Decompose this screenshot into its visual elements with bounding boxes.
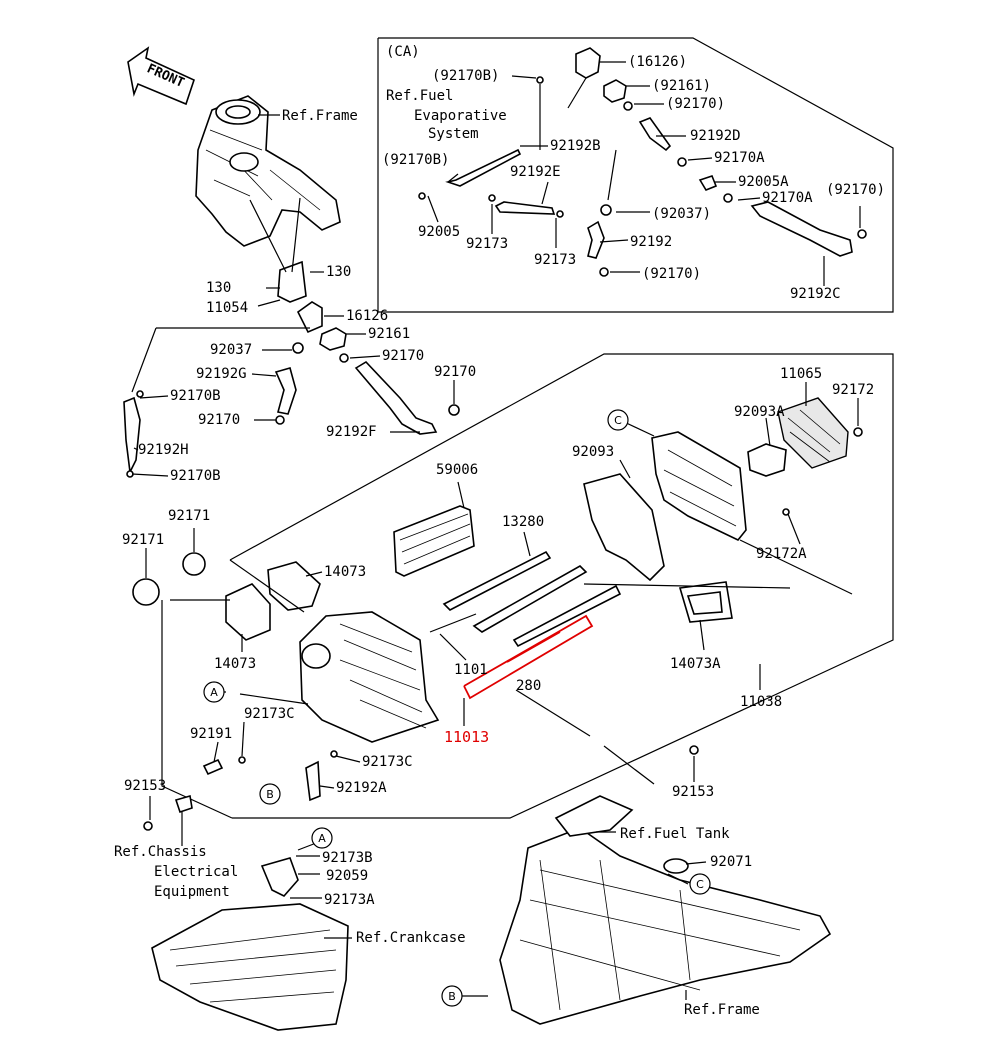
label-92093a: 92093A bbox=[734, 404, 785, 420]
label-92170-2: 92170 bbox=[434, 364, 476, 380]
callout-c-1: C bbox=[607, 409, 629, 431]
label-92170-ca2: (92170) bbox=[826, 182, 885, 198]
label-92191: 92191 bbox=[190, 726, 232, 742]
label-11054: 11054 bbox=[206, 300, 248, 316]
label-92059: 92059 bbox=[326, 868, 368, 884]
label-14073-a: 14073 bbox=[324, 564, 366, 580]
label-system: System bbox=[428, 126, 479, 142]
svg-text:C: C bbox=[614, 414, 622, 427]
label-92071: 92071 bbox=[710, 854, 752, 870]
callout-c-2: C bbox=[689, 873, 711, 895]
label-16126: 16126 bbox=[346, 308, 388, 324]
ca-box-outline bbox=[377, 37, 894, 313]
label-92171-a: 92171 bbox=[168, 508, 210, 524]
air-cleaner-cover bbox=[583, 397, 863, 582]
callout-a-1: A bbox=[203, 681, 225, 703]
label-92192c: 92192C bbox=[790, 286, 841, 302]
label-92173c-1: 92173C bbox=[244, 706, 295, 722]
label-ref-fuel: Ref.Fuel bbox=[386, 88, 453, 104]
label-92161: 92161 bbox=[368, 326, 410, 342]
label-electrical: Electrical bbox=[154, 864, 238, 880]
frame-bottom-illustration bbox=[499, 795, 832, 1025]
label-59006: 59006 bbox=[436, 462, 478, 478]
label-13280: 13280 bbox=[502, 514, 544, 530]
label-92172: 92172 bbox=[832, 382, 874, 398]
label-92192a: 92192A bbox=[336, 780, 387, 796]
label-92005a: 92005A bbox=[738, 174, 789, 190]
label-92153-a: 92153 bbox=[124, 778, 166, 794]
label-14073-b: 14073 bbox=[214, 656, 256, 672]
svg-text:B: B bbox=[266, 788, 274, 801]
label-130-a: 130 bbox=[206, 280, 231, 296]
label-92170a-ca1: 92170A bbox=[714, 150, 765, 166]
label-ca: (CA) bbox=[386, 44, 420, 60]
label-ref-fuel-tank: Ref.Fuel Tank bbox=[620, 826, 730, 842]
label-92173c-2: 92173C bbox=[362, 754, 413, 770]
label-92170-ca3: (92170) bbox=[642, 266, 701, 282]
label-92173-ca1: 92173 bbox=[466, 236, 508, 252]
label-92153-b: 92153 bbox=[672, 784, 714, 800]
label-11013: 11013 bbox=[444, 728, 489, 746]
hose-assembly-left bbox=[123, 301, 460, 478]
ca-hose-assembly bbox=[418, 47, 867, 277]
part-labels: (CA) Ref.Frame Ref.Fuel Evaporative Syst… bbox=[114, 44, 885, 1018]
label-92172a: 92172A bbox=[756, 546, 807, 562]
label-92173b: 92173B bbox=[322, 850, 373, 866]
label-1101: 1101 bbox=[454, 662, 488, 678]
label-92093: 92093 bbox=[572, 444, 614, 460]
label-equipment: Equipment bbox=[154, 884, 230, 900]
svg-text:C: C bbox=[696, 878, 704, 891]
label-280: 280 bbox=[516, 678, 541, 694]
label-ref-crankcase: Ref.Crankcase bbox=[356, 930, 466, 946]
callout-b-1: B bbox=[259, 783, 281, 805]
label-92171-b: 92171 bbox=[122, 532, 164, 548]
label-11065: 11065 bbox=[780, 366, 822, 382]
label-92170b-ca1: (92170B) bbox=[432, 68, 499, 84]
label-92192f: 92192F bbox=[326, 424, 377, 440]
air-cleaner-housing bbox=[132, 552, 699, 831]
air-filter-element bbox=[393, 505, 733, 648]
label-92170-ca1: (92170) bbox=[666, 96, 725, 112]
callout-a-2: A bbox=[311, 827, 333, 849]
label-92192g: 92192G bbox=[196, 366, 247, 382]
label-14073a: 14073A bbox=[670, 656, 721, 672]
label-92170b-2: 92170B bbox=[170, 468, 221, 484]
label-ref-frame-bottom: Ref.Frame bbox=[684, 1002, 760, 1018]
leader-lines bbox=[131, 61, 861, 1000]
svg-text:A: A bbox=[318, 832, 326, 845]
label-92161-ca: (92161) bbox=[652, 78, 711, 94]
label-92173-ca2: 92173 bbox=[534, 252, 576, 268]
label-92170b-ca2: (92170B) bbox=[382, 152, 449, 168]
label-92192d: 92192D bbox=[690, 128, 741, 144]
label-92170b-1: 92170B bbox=[170, 388, 221, 404]
front-arrow-icon: FRONT bbox=[127, 46, 195, 106]
main-assembly-outline bbox=[229, 353, 894, 819]
callout-b-2: B bbox=[441, 985, 463, 1007]
label-92192e: 92192E bbox=[510, 164, 561, 180]
label-evaporative: Evaporative bbox=[414, 108, 507, 124]
label-11038: 11038 bbox=[740, 694, 782, 710]
label-92170a-ca2: 92170A bbox=[762, 190, 813, 206]
label-92170-1: 92170 bbox=[382, 348, 424, 364]
label-92170-3: 92170 bbox=[198, 412, 240, 428]
label-ref-frame-top: Ref.Frame bbox=[282, 108, 358, 124]
label-ref-chassis: Ref.Chassis bbox=[114, 844, 207, 860]
label-130-b: 130 bbox=[326, 264, 351, 280]
label-92037: 92037 bbox=[210, 342, 252, 358]
label-92192-ca: 92192 bbox=[630, 234, 672, 250]
label-92005: 92005 bbox=[418, 224, 460, 240]
label-16126-ca: (16126) bbox=[628, 54, 687, 70]
label-92192h: 92192H bbox=[138, 442, 189, 458]
svg-text:B: B bbox=[448, 990, 456, 1003]
crankcase-illustration bbox=[151, 857, 349, 1031]
label-92037-ca: (92037) bbox=[652, 206, 711, 222]
svg-text:A: A bbox=[210, 686, 218, 699]
label-92192b: 92192B bbox=[550, 138, 601, 154]
label-92173a: 92173A bbox=[324, 892, 375, 908]
frame-top-illustration bbox=[195, 95, 341, 303]
